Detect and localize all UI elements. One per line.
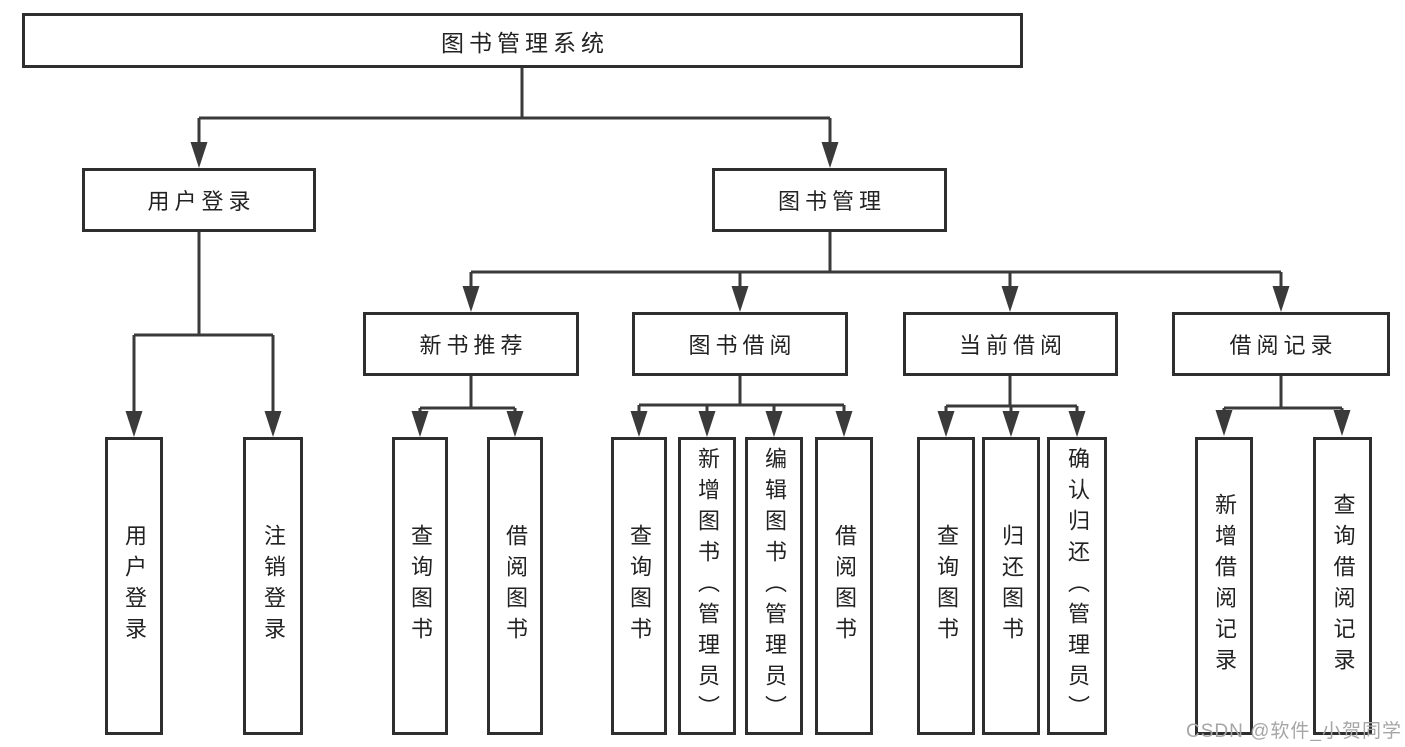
node-new-book-recommend: 新书推荐	[363, 312, 579, 376]
node-book-borrowing: 图书借阅	[632, 312, 848, 376]
leaf-query-books-borrowing-label: 查询图书	[627, 524, 652, 648]
leaf-borrow-books-borrowing-label: 借阅图书	[832, 524, 857, 648]
leaf-confirm-return-admin-label: 确认归还（管理员）	[1065, 446, 1090, 726]
leaf-query-borrow-record: 查询借阅记录	[1313, 437, 1372, 735]
leaf-borrow-books-borrowing: 借阅图书	[815, 437, 873, 735]
leaf-edit-book-admin: 编辑图书（管理员）	[745, 437, 803, 735]
leaf-borrow-books-recommend-label: 借阅图书	[503, 524, 528, 648]
leaf-query-books-recommend: 查询图书	[392, 437, 448, 735]
leaf-add-borrow-record: 新增借阅记录	[1195, 437, 1253, 735]
node-current-borrowing: 当前借阅	[903, 312, 1118, 376]
node-library-management-system: 图书管理系统	[22, 13, 1023, 68]
leaf-user-login-label: 用户登录	[122, 524, 147, 648]
leaf-return-book-label: 归还图书	[999, 524, 1024, 648]
leaf-logout-login: 注销登录	[243, 437, 303, 735]
leaf-logout-login-label: 注销登录	[261, 524, 286, 648]
leaf-add-borrow-record-label: 新增借阅记录	[1212, 493, 1237, 679]
node-borrowing-records: 借阅记录	[1172, 312, 1390, 376]
leaf-query-books-recommend-label: 查询图书	[408, 524, 433, 648]
leaf-user-login: 用户登录	[105, 437, 163, 735]
leaf-query-borrow-record-label: 查询借阅记录	[1330, 493, 1356, 679]
leaf-query-books-current: 查询图书	[917, 437, 975, 735]
node-book-management: 图书管理	[712, 168, 947, 232]
leaf-query-books-current-label: 查询图书	[934, 524, 959, 648]
leaf-return-book: 归还图书	[982, 437, 1040, 735]
leaf-edit-book-admin-label: 编辑图书（管理员）	[762, 446, 787, 726]
watermark: CSDN @软件_小贺同学	[1186, 721, 1402, 742]
leaf-confirm-return-admin: 确认归还（管理员）	[1047, 437, 1107, 735]
node-user-login: 用户登录	[82, 168, 316, 232]
leaf-borrow-books-recommend: 借阅图书	[487, 437, 543, 735]
leaf-query-books-borrowing: 查询图书	[611, 437, 667, 735]
leaf-add-book-admin: 新增图书（管理员）	[678, 437, 736, 735]
leaf-add-book-admin-label: 新增图书（管理员）	[695, 446, 720, 726]
